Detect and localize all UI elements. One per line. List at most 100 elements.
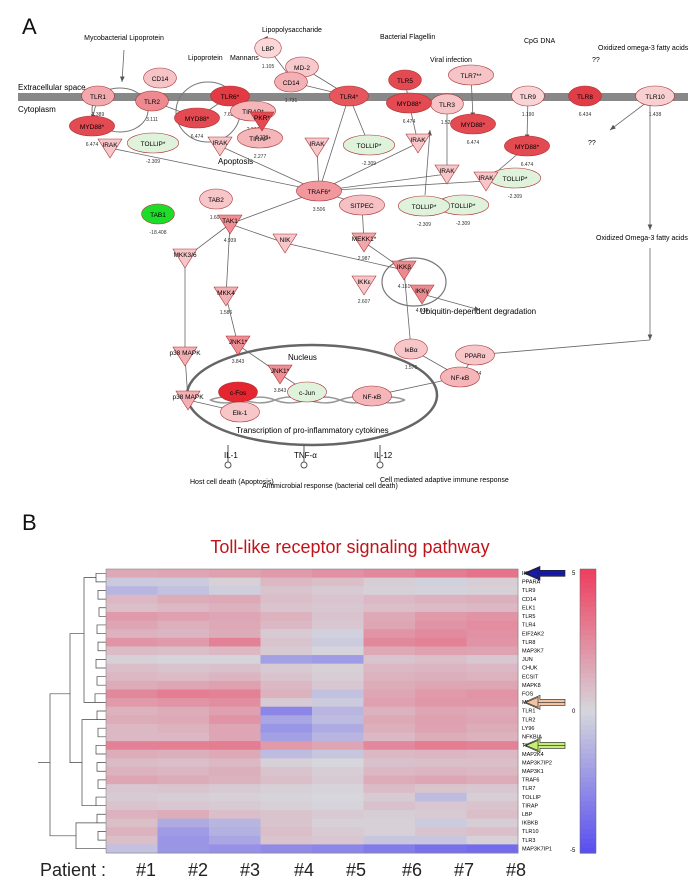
heat-cell-TLR10-2 — [157, 827, 210, 837]
heat-cell-LY96-1 — [106, 723, 158, 734]
node-tirap2: TIRAP*2.277 — [237, 127, 283, 160]
row-label-MAP3K1: MAP3K1 — [522, 769, 544, 775]
heat-cell-EIF2AK2-6 — [363, 629, 416, 639]
colorbar-step — [580, 649, 596, 655]
heat-cell-TLR2-1 — [106, 715, 158, 725]
colorbar-step — [580, 739, 596, 745]
il12-label: IL-12 — [374, 451, 393, 460]
heat-cell-MAP3K7IP1-6 — [363, 844, 416, 854]
heat-cell-TLR6-6 — [363, 741, 416, 751]
colorbar-step — [580, 729, 596, 736]
heat-cell-MAP3K7IP1-1 — [106, 844, 158, 854]
heat-cell-JUN-6 — [363, 655, 416, 665]
heat-cell-TIRAP-6 — [363, 801, 416, 811]
colorbar-step — [580, 602, 596, 608]
colorbar-step — [580, 744, 596, 750]
heat-cell-TLR6-7 — [415, 741, 467, 751]
heat-cell-CHUK-7 — [415, 663, 467, 673]
heat-cell-TLR1-4 — [260, 706, 313, 716]
node-label-ikba: IκBα — [404, 347, 417, 354]
edge-tak1 — [229, 223, 286, 244]
heat-cell-TIRAP-2 — [157, 801, 210, 811]
heat-cell-PPARA-1 — [106, 577, 158, 587]
row-label-MAP3K7IP2: MAP3K7IP2 — [522, 760, 552, 766]
node-label-myd88e: MYD88* — [515, 144, 540, 151]
heat-cell-LY96-6 — [363, 723, 416, 734]
node-label-tlr4: TLR4* — [340, 94, 359, 101]
node-value-tollip5: -2.309 — [417, 222, 431, 228]
heat-cell-TRAF6-7 — [415, 775, 467, 785]
colorbar-step — [580, 578, 596, 584]
heat-cell-MAP3K7IP1-3 — [209, 844, 261, 854]
heat-cell-MAP3K7IP2-6 — [363, 758, 416, 768]
heat-cell-JUN-7 — [415, 655, 467, 665]
node-traf6: TRAF6*3.506 — [296, 180, 342, 213]
heat-cell-FOS-6 — [363, 689, 416, 699]
patient-4: #4 — [294, 860, 315, 880]
node-label-nik: NIK — [280, 237, 292, 244]
node-cjun: c-Jun — [287, 381, 327, 403]
heat-cell-LBP-1 — [106, 809, 158, 820]
heat-cell-PPARA-2 — [157, 577, 210, 587]
heat-cell-TLR6-8 — [466, 741, 519, 751]
heat-cell-TLR9-6 — [363, 586, 416, 596]
arrow-IKBKG — [523, 565, 566, 581]
heat-cell-TOLLIP-8 — [466, 792, 519, 802]
edge-irak1 — [109, 147, 320, 193]
heat-cell-PPARA-3 — [209, 577, 261, 587]
node-label-jnk1b: JNK1* — [271, 368, 290, 375]
patient-axis: Patient : #1 #2 #3 #4 #5 #6 #7 #8 — [0, 860, 700, 884]
heat-cell-TLR9-1 — [106, 586, 158, 596]
heat-cell-TLR6-1 — [106, 741, 158, 751]
heat-cell-IKBKG-8 — [466, 569, 519, 579]
row-label-PPARA: PPARA — [522, 580, 541, 586]
colorbar-step — [580, 583, 596, 589]
node-value-ikbkb: 4.151 — [398, 284, 411, 290]
heat-cell-TOLLIP-6 — [363, 792, 416, 802]
heat-cell-TLR1-8 — [466, 706, 519, 716]
node-value-tlr10: 1.438 — [649, 112, 662, 118]
node-value-tlr3: 1.521 — [441, 120, 454, 126]
heat-cell-TLR7-8 — [466, 784, 519, 794]
heat-cell-MAPK8-5 — [312, 680, 364, 690]
heat-cell-TLR6-4 — [260, 741, 313, 751]
colorbar-step — [580, 621, 596, 627]
heat-cell-FOS-3 — [209, 689, 261, 699]
colorbar-step — [580, 753, 596, 759]
heat-cell-TRAF6-3 — [209, 775, 261, 785]
heat-cell-IKBKB-7 — [415, 818, 467, 828]
node-label-ppara: PPARα — [465, 353, 486, 360]
heat-cell-ECSIT-8 — [466, 672, 519, 682]
nucleus-label: Nucleus — [288, 353, 317, 362]
heat-cell-TLR5-1 — [106, 612, 158, 622]
row-label-TLR8: TLR8 — [522, 640, 535, 646]
row-label-TIRAP: TIRAP — [522, 803, 539, 809]
heat-cell-CHUK-5 — [312, 663, 364, 673]
il1-label: IL-1 — [224, 451, 238, 460]
row-label-LBP: LBP — [522, 812, 533, 818]
colorbar-step — [580, 834, 596, 840]
heat-cell-LBP-5 — [312, 809, 364, 820]
node-label-jnk1a: JNK1* — [229, 339, 248, 346]
heat-cell-TLR3-5 — [312, 835, 364, 845]
node-label-myd88a: MYD88* — [80, 124, 105, 131]
colorbar-step — [580, 569, 596, 575]
colorbar-step — [580, 630, 596, 636]
flagellin-label: Bacterial Flagellin — [380, 34, 435, 41]
colorbar-step — [580, 838, 596, 845]
node-value-tlr2: 3.111 — [146, 117, 158, 123]
heat-cell-TLR9-7 — [415, 586, 467, 596]
node-value-pkr: 6.222 — [256, 135, 269, 141]
heat-cell-MAP3K7IP2-4 — [260, 758, 313, 768]
heat-cell-TLR7-2 — [157, 784, 210, 794]
colorbar-step — [580, 819, 596, 826]
heat-cell-TLR9-5 — [312, 586, 364, 596]
heat-cell-MAP3K1-5 — [312, 766, 364, 777]
node-label-irak5: IRAK — [439, 168, 455, 175]
patient-7: #7 — [454, 860, 475, 880]
heat-cell-ECSIT-7 — [415, 672, 467, 682]
heatmap: IKBKGPPARATLR9CD14ELK1TLR5TLR4EIF2AK2TLR… — [38, 565, 597, 854]
heat-cell-MAP3K7IP1-5 — [312, 844, 364, 854]
